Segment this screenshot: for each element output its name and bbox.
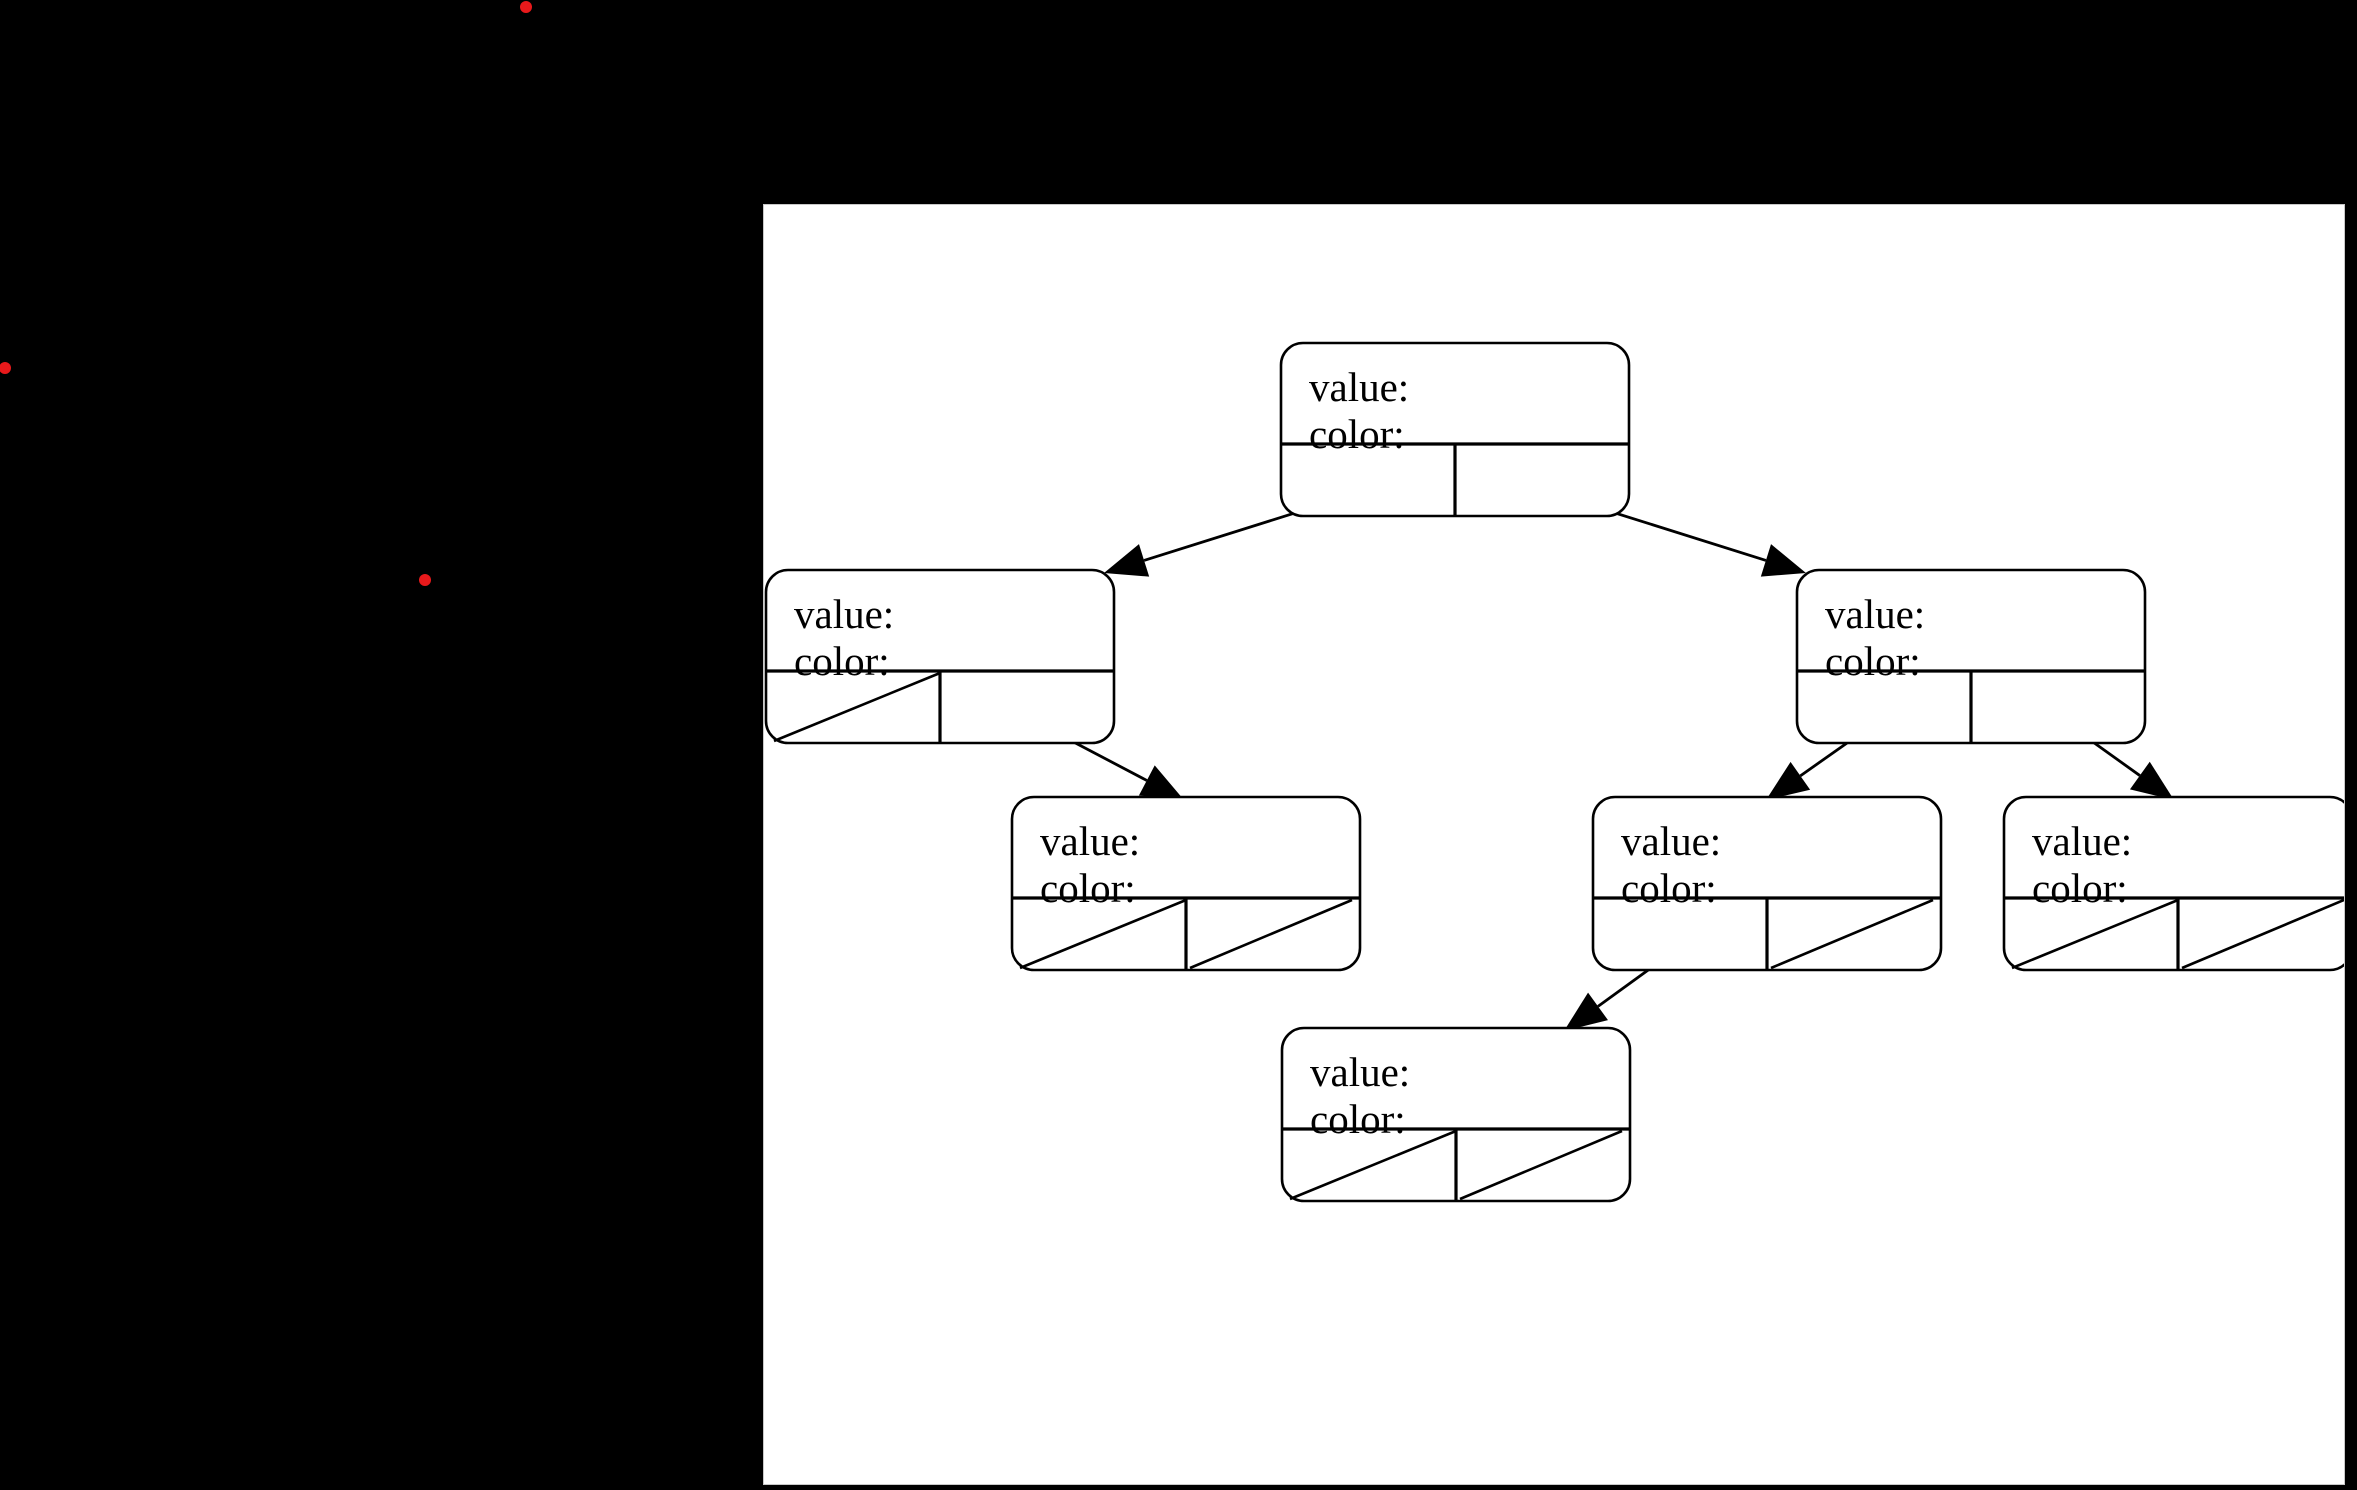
- node-right-child: value:color:: [1795, 568, 2147, 745]
- node-right-left: value:color:: [1591, 795, 1943, 972]
- edge-rightleft-bottom-arrowhead: [1564, 992, 1608, 1031]
- node-right-right-leaf-right-null-slash: [2181, 898, 2344, 970]
- node-left-right-leaf-color-label: color:: [1040, 865, 1136, 911]
- node-bottom-leaf-left-null-slash: [1289, 1129, 1457, 1201]
- node-right-left-value-label: value:: [1621, 818, 1721, 864]
- node-root: value:color:: [1279, 341, 1631, 518]
- diagram-panel: value:color:value:color:value:color:valu…: [763, 204, 2345, 1485]
- node-bottom-leaf-value-label: value:: [1310, 1049, 1410, 1095]
- node-left-child-value-label: value:: [794, 591, 894, 637]
- node-left-child-left-null-slash: [773, 671, 941, 743]
- node-right-right-leaf-color-label: color:: [2032, 865, 2128, 911]
- edge-right-left-arrowhead: [1766, 761, 1811, 800]
- node-left-child: value:color:: [764, 568, 1116, 745]
- tree-diagram-svg: value:color:value:color:value:color:valu…: [764, 341, 2344, 1203]
- edge-root-right-arrowhead: [1760, 544, 1806, 577]
- marker-left: [0, 362, 11, 374]
- edge-root-left-arrowhead: [1104, 544, 1150, 577]
- edge-left-right-arrowhead: [1138, 765, 1184, 800]
- node-right-right-leaf: value:color:: [2002, 795, 2344, 972]
- node-left-right-leaf-right-null-slash: [1189, 898, 1353, 970]
- node-left-right-leaf-left-null-slash: [1019, 898, 1187, 970]
- node-right-right-leaf-value-label: value:: [2032, 818, 2132, 864]
- node-root-value-label: value:: [1309, 364, 1409, 410]
- node-right-left-right-null-slash: [1770, 898, 1934, 970]
- node-right-child-value-label: value:: [1825, 591, 1925, 637]
- edge-right-right-arrowhead: [2129, 761, 2174, 800]
- node-bottom-leaf: value:color:: [1280, 1026, 1632, 1203]
- marker-mid: [419, 574, 431, 586]
- node-left-child-color-label: color:: [794, 638, 890, 684]
- node-left-right-leaf-value-label: value:: [1040, 818, 1140, 864]
- node-right-child-color-label: color:: [1825, 638, 1921, 684]
- node-root-color-label: color:: [1309, 411, 1405, 457]
- node-left-right-leaf: value:color:: [1010, 795, 1362, 972]
- node-right-right-leaf-left-null-slash: [2011, 898, 2179, 970]
- nodes-group: value:color:value:color:value:color:valu…: [764, 341, 2344, 1203]
- marker-top: [520, 1, 532, 13]
- node-right-left-color-label: color:: [1621, 865, 1717, 911]
- node-bottom-leaf-color-label: color:: [1310, 1096, 1406, 1142]
- node-bottom-leaf-right-null-slash: [1459, 1129, 1623, 1201]
